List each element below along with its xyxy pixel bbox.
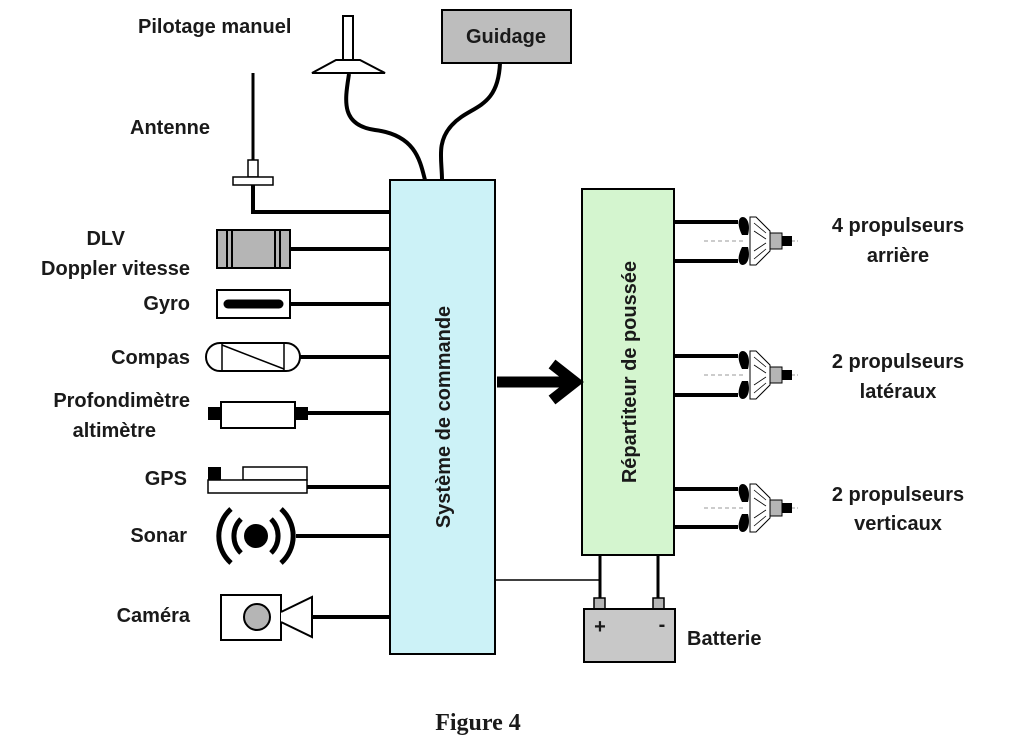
prop-arriere-line1: 4 propulseurs	[832, 215, 964, 237]
figure-caption: Figure 4	[435, 710, 521, 736]
gyro-label: Gyro	[143, 293, 190, 315]
compas-label: Compas	[111, 347, 190, 369]
sonar-label: Sonar	[130, 525, 187, 547]
prop-arriere-line2: arrière	[867, 245, 929, 267]
thruster-verticaux-wires	[674, 487, 738, 529]
guidage-label: Guidage	[466, 26, 546, 48]
command-arrow	[497, 359, 584, 405]
thruster-lateraux-icon	[703, 350, 799, 400]
systeme-de-commande-label: Système de commande	[433, 306, 455, 528]
gps-label: GPS	[145, 468, 187, 490]
profondimetre-label: Profondimètre	[53, 390, 190, 412]
antenne-label: Antenne	[130, 117, 210, 139]
dlv-icon	[216, 229, 291, 269]
thruster-verticaux-icon	[703, 483, 799, 533]
altimetre-label: altimètre	[73, 420, 156, 442]
joystick-icon	[311, 15, 386, 74]
prop-verticaux-line2: verticaux	[854, 513, 942, 535]
gps-icon	[207, 466, 308, 494]
battery-plus-label: +	[594, 616, 606, 638]
guidage-cable	[438, 62, 502, 181]
systeme-de-commande-box	[389, 179, 496, 655]
prop-lateraux-line2: latéraux	[860, 381, 937, 403]
thruster-lateraux-wires	[674, 354, 738, 397]
profondimetre-icon	[208, 401, 308, 429]
gyro-icon	[216, 289, 291, 319]
compas-icon	[205, 342, 301, 372]
thruster-arriere-wires	[674, 220, 738, 263]
pilotage-cable	[344, 73, 427, 181]
camera-icon	[220, 594, 313, 641]
prop-verticaux-line1: 2 propulseurs	[832, 484, 964, 506]
pilotage-manuel-label: Pilotage manuel	[138, 16, 291, 38]
battery-minus-label: -	[659, 614, 666, 636]
guidage-box	[441, 9, 572, 64]
camera-label: Caméra	[117, 605, 191, 627]
repartiteur-box	[581, 188, 675, 556]
prop-lateraux-line1: 2 propulseurs	[832, 351, 964, 373]
thruster-arriere-icon	[703, 216, 799, 266]
batterie-label: Batterie	[687, 628, 761, 650]
repartiteur-label: Répartiteur de poussée	[619, 261, 641, 483]
doppler-label: Doppler vitesse	[41, 258, 190, 280]
antenne-icon	[232, 73, 274, 212]
dlv-label: DLV	[86, 228, 125, 250]
battery-icon	[583, 597, 676, 663]
sonar-icon	[216, 507, 296, 565]
